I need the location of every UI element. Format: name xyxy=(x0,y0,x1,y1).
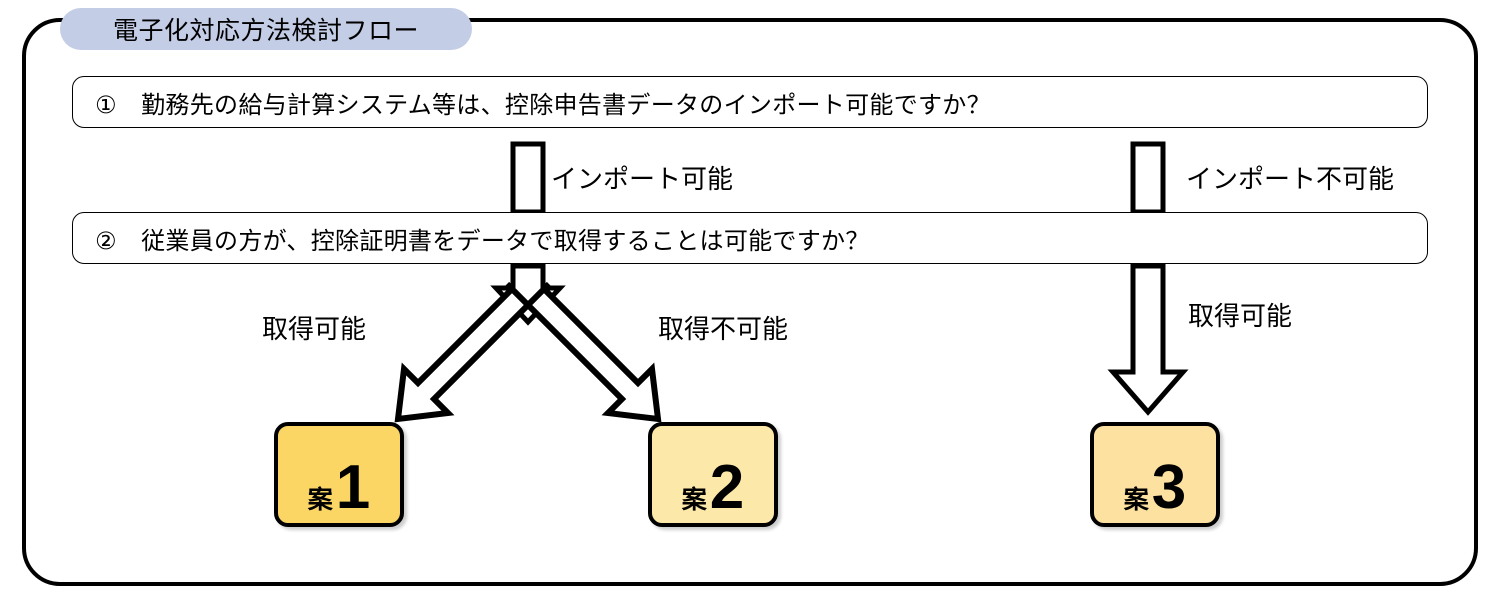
arrow-label-import-not-possible: インポート不可能 xyxy=(1186,164,1395,194)
question-box-1: ① 勤務先の給与計算システム等は、控除申告書データのインポート可能ですか？ xyxy=(72,76,1428,128)
arrow-label-acquire-not-possible: 取得不可能 xyxy=(658,314,789,344)
question-1-text: ① 勤務先の給与計算システム等は、控除申告書データのインポート可能ですか？ xyxy=(95,91,991,119)
result-an1-content: 案 1 xyxy=(307,453,371,523)
diagram-title-pill: 電子化対応方法検討フロー xyxy=(60,8,472,50)
diagram-frame xyxy=(22,18,1478,586)
question-2-text: ② 従業員の方が、控除証明書をデータで取得することは可能ですか？ xyxy=(95,227,870,255)
result-an2-content: 案 2 xyxy=(681,453,745,523)
result-an3-kanji: 案 xyxy=(1123,486,1149,515)
result-an1-kanji: 案 xyxy=(307,486,333,515)
result-an2-kanji: 案 xyxy=(681,486,707,515)
result-box-an2: 案 2 xyxy=(648,422,778,527)
result-an3-content: 案 3 xyxy=(1123,453,1187,523)
result-an2-number: 2 xyxy=(709,453,745,523)
diagram-title-text: 電子化対応方法検討フロー xyxy=(112,17,419,45)
result-an3-number: 3 xyxy=(1151,453,1187,523)
arrow-label-acquire-possible-right: 取得可能 xyxy=(1188,301,1293,331)
question-box-2: ② 従業員の方が、控除証明書をデータで取得することは可能ですか？ xyxy=(72,212,1428,264)
result-box-an1: 案 1 xyxy=(274,422,404,527)
result-an1-number: 1 xyxy=(335,453,371,523)
arrow-label-import-possible: インポート可能 xyxy=(551,164,734,194)
arrow-label-acquire-possible-left: 取得可能 xyxy=(262,314,367,344)
result-box-an3: 案 3 xyxy=(1090,422,1220,527)
